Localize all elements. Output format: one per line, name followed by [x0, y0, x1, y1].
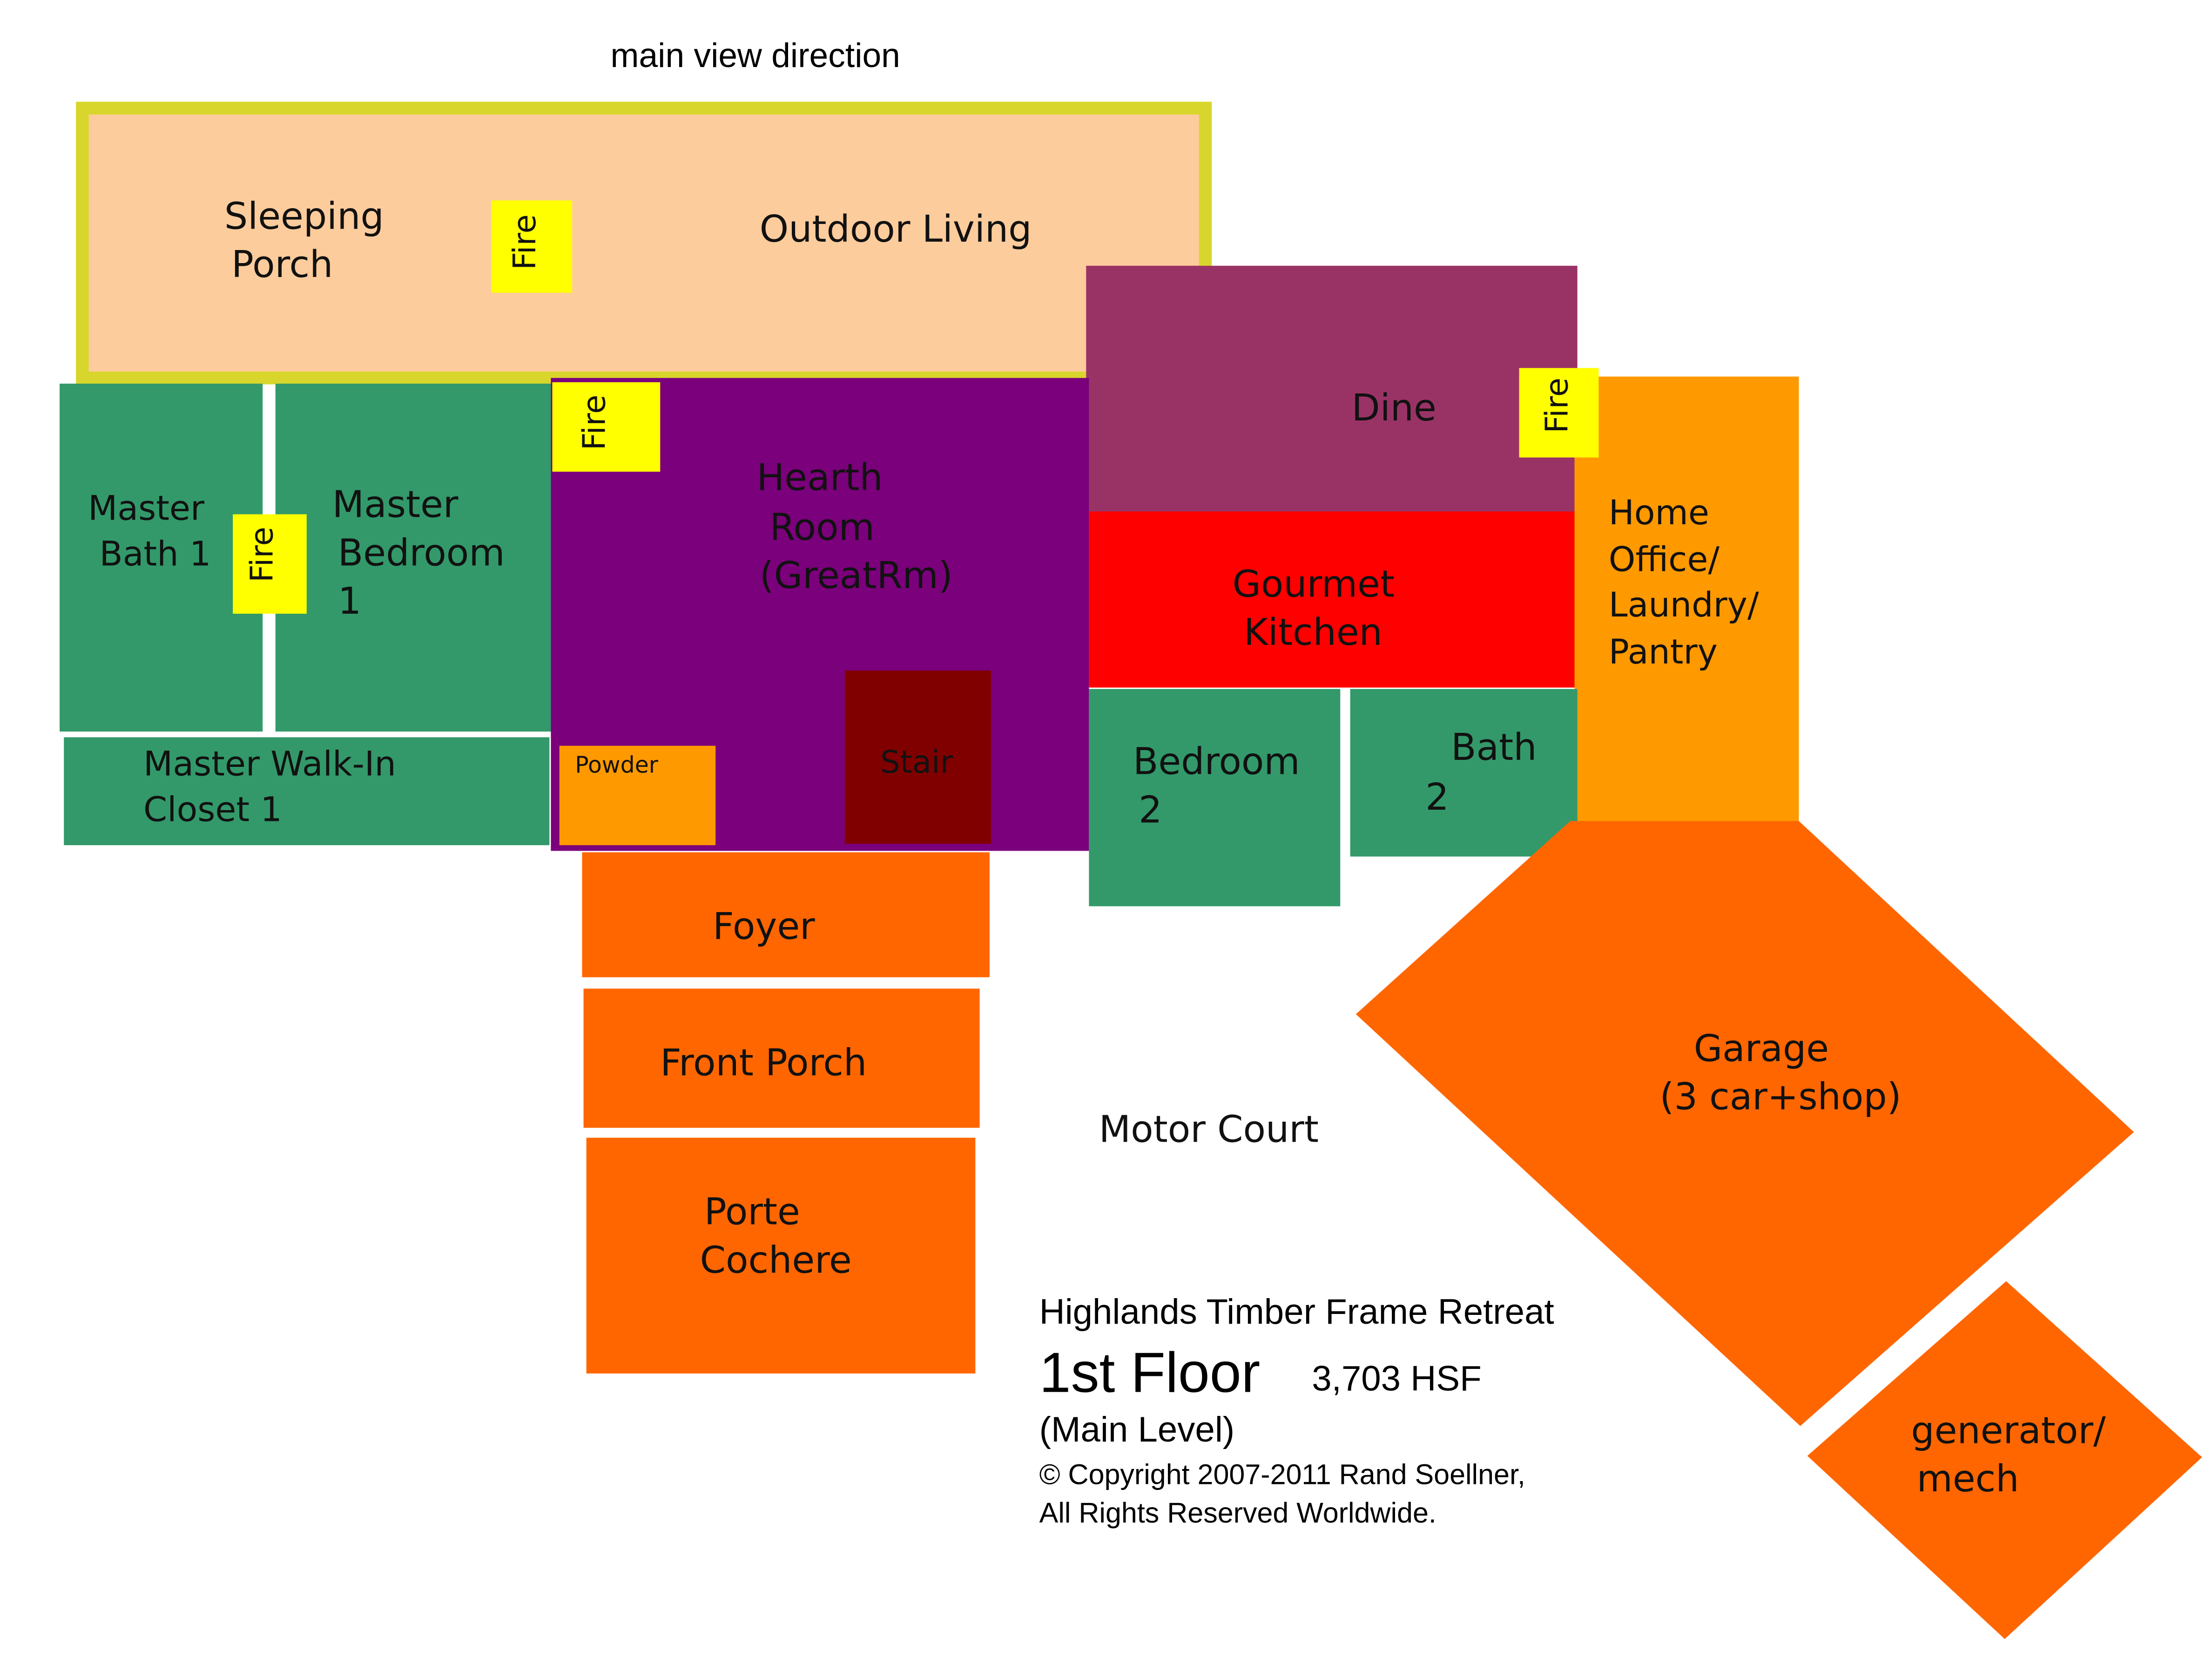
- svg-text:Fire: Fire: [506, 214, 543, 270]
- info-block: Highlands Timber Frame Retreat 1st Floor…: [1039, 1292, 1554, 1529]
- svg-text:Fire: Fire: [576, 395, 612, 451]
- room-label: Dine: [1352, 386, 1436, 429]
- copyright-line-2: All Rights Reserved Worldwide.: [1039, 1497, 1436, 1529]
- room-stair[interactable]: Stair: [844, 670, 991, 844]
- room-label: Front Porch: [660, 1041, 867, 1084]
- floor-title: 1st Floor: [1039, 1340, 1261, 1404]
- room-garage[interactable]: Garage(3 car+shop): [1356, 821, 2134, 1426]
- project-title: Highlands Timber Frame Retreat: [1039, 1292, 1554, 1332]
- fireplace-dine: Fire: [1519, 368, 1599, 458]
- motor-court-label: Motor Court: [1099, 1108, 1319, 1151]
- room-front-porch[interactable]: Front Porch: [583, 988, 980, 1128]
- svg-text:Fire: Fire: [1538, 378, 1575, 433]
- room-generator-mech[interactable]: generator/mech: [1807, 1281, 2202, 1639]
- fireplace-sleeping-porch: Fire: [491, 200, 573, 293]
- room-powder[interactable]: Powder: [559, 745, 716, 846]
- fireplace-master: Fire: [233, 514, 307, 614]
- view-direction-label: main view direction: [611, 36, 900, 74]
- room-label: generator/mech: [1911, 1408, 2106, 1500]
- area-label: 3,703 HSF: [1312, 1359, 1482, 1398]
- room-label: Outdoor Living: [760, 207, 1032, 250]
- level-label: (Main Level): [1039, 1410, 1235, 1449]
- room-label: Foyer: [713, 905, 815, 948]
- room-label: Powder: [575, 752, 658, 779]
- room-label: Stair: [880, 744, 953, 780]
- room-label: Garage(3 car+shop): [1660, 1027, 1902, 1118]
- svg-text:Fire: Fire: [244, 527, 280, 582]
- room-dine[interactable]: Dine: [1086, 265, 1578, 513]
- room-foyer[interactable]: Foyer: [582, 852, 990, 977]
- fireplace-hearth-room: Fire: [552, 382, 661, 472]
- copyright-line-1: © Copyright 2007-2011 Rand Soellner,: [1039, 1459, 1525, 1490]
